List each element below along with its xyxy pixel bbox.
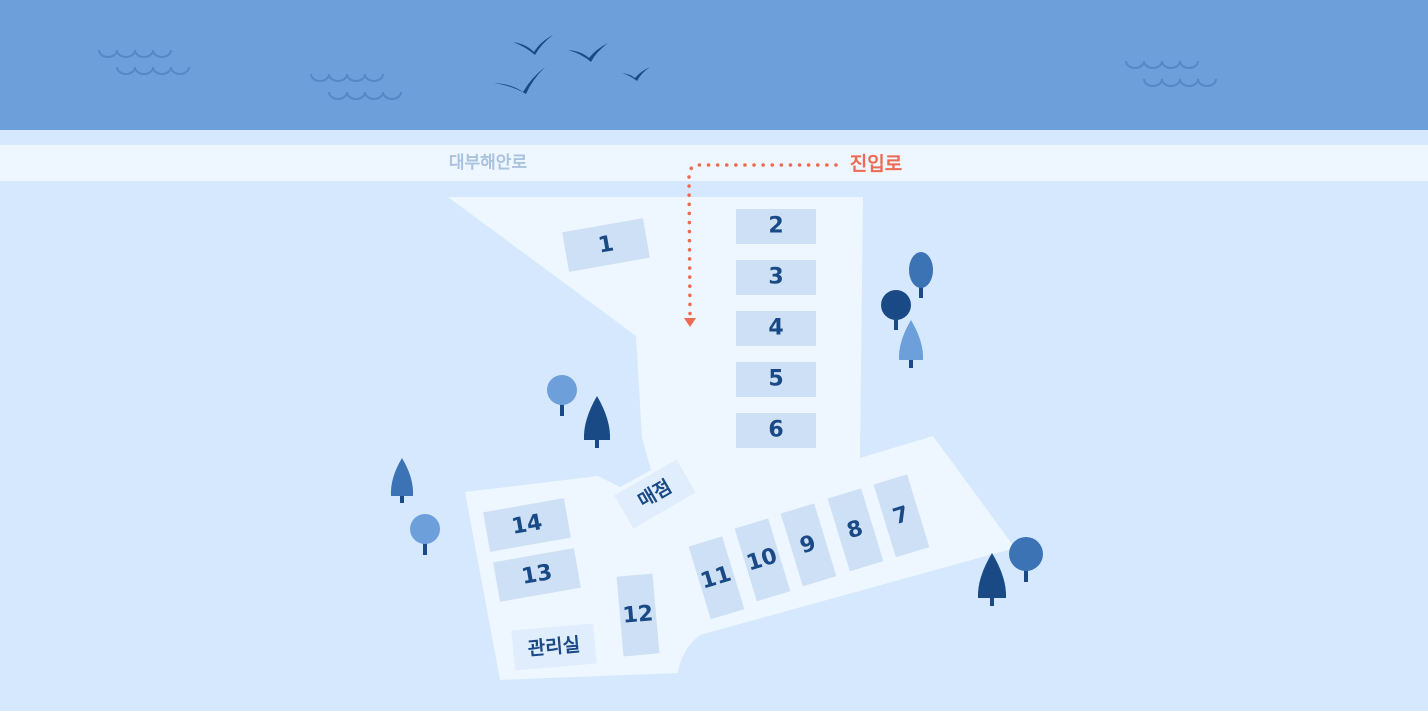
svg-text:8: 8 bbox=[844, 516, 866, 544]
tree-icon bbox=[898, 320, 924, 368]
tree-icon bbox=[390, 458, 414, 503]
bird-icon bbox=[568, 43, 608, 62]
wave-icon bbox=[1125, 60, 1217, 87]
site-14[interactable]: 14 bbox=[483, 498, 571, 552]
site-3[interactable]: 3 bbox=[736, 260, 816, 295]
wave-icon bbox=[310, 73, 402, 100]
arrow-down-icon bbox=[684, 318, 696, 327]
tree-icon bbox=[547, 375, 577, 416]
svg-text:7: 7 bbox=[890, 502, 912, 530]
svg-text:9: 9 bbox=[797, 531, 819, 559]
svg-text:3: 3 bbox=[768, 265, 783, 290]
svg-text:2: 2 bbox=[768, 214, 783, 239]
site-1[interactable]: 1 bbox=[562, 218, 650, 272]
bird-icon bbox=[513, 35, 553, 55]
site-12[interactable]: 12 bbox=[616, 573, 660, 657]
svg-text:12: 12 bbox=[622, 601, 655, 629]
site-2[interactable]: 2 bbox=[736, 209, 816, 244]
site-11[interactable]: 11 bbox=[688, 536, 745, 620]
svg-text:4: 4 bbox=[768, 316, 783, 341]
svg-text:6: 6 bbox=[768, 418, 783, 443]
sea-area bbox=[0, 0, 1428, 130]
tree-icon bbox=[410, 514, 440, 555]
bird-icon bbox=[622, 67, 650, 81]
tree-icon bbox=[909, 252, 933, 298]
svg-text:5: 5 bbox=[768, 367, 783, 392]
coastal-road bbox=[0, 145, 1428, 181]
site-5[interactable]: 5 bbox=[736, 362, 816, 397]
site-13[interactable]: 13 bbox=[493, 548, 581, 602]
site-4[interactable]: 4 bbox=[736, 311, 816, 346]
site-10[interactable]: 10 bbox=[734, 518, 791, 602]
store-building[interactable]: 매점 bbox=[614, 459, 696, 529]
office-building[interactable]: 관리실 bbox=[511, 623, 597, 671]
wave-icon bbox=[98, 49, 190, 75]
site-8[interactable]: 8 bbox=[827, 488, 884, 572]
site-9[interactable]: 9 bbox=[780, 503, 837, 587]
svg-text:관리실: 관리실 bbox=[527, 634, 581, 660]
entrance-label: 진입로 bbox=[850, 153, 902, 175]
svg-text:14: 14 bbox=[510, 510, 545, 540]
tree-icon bbox=[1009, 537, 1043, 582]
svg-text:13: 13 bbox=[520, 560, 555, 590]
svg-text:1: 1 bbox=[596, 231, 615, 258]
tree-icon bbox=[583, 396, 611, 448]
tree-icon bbox=[881, 290, 911, 330]
entrance-route bbox=[684, 163, 838, 327]
road-name-label: 대부해안로 bbox=[449, 153, 528, 173]
site-7[interactable]: 7 bbox=[873, 474, 930, 558]
tree-icon bbox=[977, 553, 1007, 606]
site-6[interactable]: 6 bbox=[736, 413, 816, 448]
